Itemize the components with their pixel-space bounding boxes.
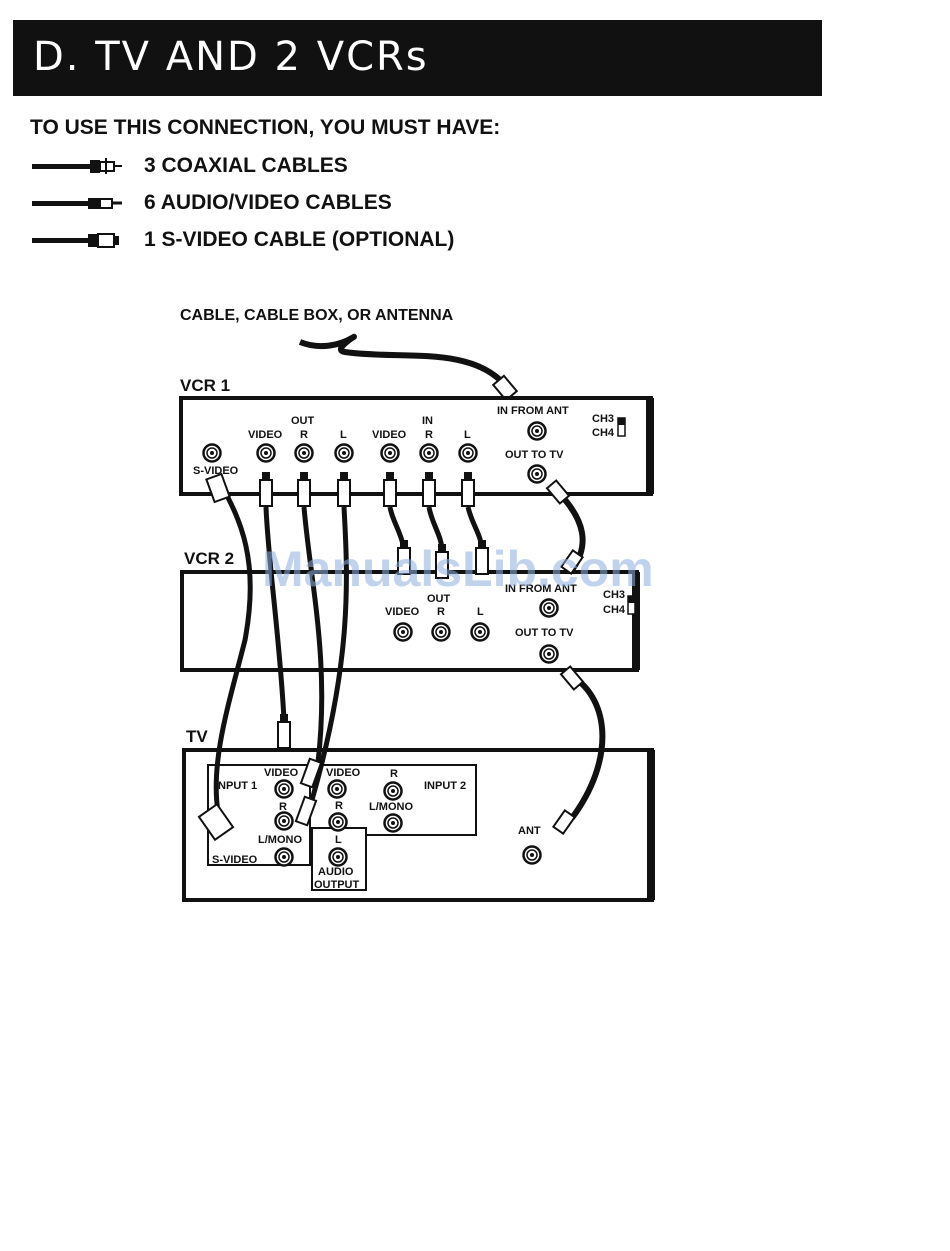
vcr1-out-label: OUT bbox=[291, 415, 315, 427]
vcr2-ch3-label: CH3 bbox=[603, 589, 625, 601]
tv-ant-label: ANT bbox=[518, 825, 541, 837]
vcr1-panel bbox=[179, 396, 653, 496]
coax-connector bbox=[545, 479, 571, 505]
vcr1-in-label: IN bbox=[422, 415, 433, 427]
av-cables-vcr1-to-tv bbox=[213, 484, 349, 813]
tv-input1-video-label: VIDEO bbox=[264, 767, 299, 779]
tv-input2-r-label: R bbox=[390, 768, 398, 780]
vcr2-out-label: OUT bbox=[427, 593, 451, 605]
coax-connector bbox=[559, 548, 585, 576]
vcr2-ant-in-jack[interactable] bbox=[539, 598, 559, 618]
vcr1-audio-r-out-jack[interactable] bbox=[294, 443, 314, 463]
vcr1-s-video-jack[interactable] bbox=[202, 443, 222, 463]
tv-input2-video-jack[interactable] bbox=[327, 779, 347, 799]
tv-panel bbox=[182, 748, 654, 902]
vcr2-panel bbox=[180, 570, 639, 672]
vcr1-out-to-tv-label: OUT TO TV bbox=[505, 449, 564, 461]
tv-ant-jack[interactable] bbox=[522, 845, 542, 865]
tv-audio-out-l-label: L bbox=[335, 834, 342, 846]
requirement-label: 1 S-VIDEO CABLE (OPTIONAL) bbox=[144, 228, 455, 251]
vcr2-rf-out-jack[interactable] bbox=[539, 644, 559, 664]
av-plug bbox=[294, 795, 318, 827]
requirement-label: 3 COAXIAL CABLES bbox=[144, 154, 348, 177]
tv-input1-audio-l-jack[interactable] bbox=[274, 847, 294, 867]
tv-s-video-label: S-VIDEO bbox=[212, 854, 258, 866]
requirement-item: 1 S-VIDEO CABLE (OPTIONAL) bbox=[30, 226, 454, 254]
tv-input2-audio-r-jack[interactable] bbox=[383, 781, 403, 801]
vcr1-s-video-label: S-VIDEO bbox=[193, 465, 239, 477]
s-video-plug bbox=[197, 802, 235, 842]
tv-audio-output-label-1: AUDIO bbox=[318, 866, 354, 878]
vcr1-video-in-jack[interactable] bbox=[380, 443, 400, 463]
vcr1-audio-l-in-jack[interactable] bbox=[458, 443, 478, 463]
vcr1-out-r-label: R bbox=[300, 429, 308, 441]
coax-connector bbox=[559, 665, 585, 691]
vcr1-ch4-label: CH4 bbox=[592, 427, 615, 439]
tv-input1-r-label: R bbox=[279, 801, 287, 813]
requirement-item: 3 COAXIAL CABLES bbox=[30, 152, 348, 180]
tv-input1-video-jack[interactable] bbox=[274, 779, 294, 799]
s-video-cable-icon bbox=[32, 233, 119, 248]
coaxial-cable-icon bbox=[32, 158, 122, 174]
tv-input2-video-label: VIDEO bbox=[326, 767, 361, 779]
tv-audio-out-r-jack[interactable] bbox=[328, 812, 348, 832]
vcr1-in-video-label: VIDEO bbox=[372, 429, 407, 441]
vcr1-in-from-ant-label: IN FROM ANT bbox=[497, 405, 569, 417]
vcr1-out-l-label: L bbox=[340, 429, 347, 441]
tv-audio-output-label-2: OUTPUT bbox=[314, 879, 360, 891]
source-label: CABLE, CABLE BOX, OR ANTENNA bbox=[180, 307, 454, 324]
vcr1-in-r-label: R bbox=[425, 429, 433, 441]
av-plug bbox=[299, 757, 323, 789]
section-header: D. TV AND 2 VCRs bbox=[13, 20, 822, 96]
vcr1-audio-r-in-jack[interactable] bbox=[419, 443, 439, 463]
tv-input1-label: INPUT 1 bbox=[215, 780, 257, 792]
requirement-label: 6 AUDIO/VIDEO CABLES bbox=[144, 191, 392, 214]
vcr1-audio-l-out-jack[interactable] bbox=[334, 443, 354, 463]
vcr2-audio-r-out-jack[interactable] bbox=[431, 622, 451, 642]
tv-input2-label: INPUT 2 bbox=[424, 780, 466, 792]
vcr2-video-out-jack[interactable] bbox=[393, 622, 413, 642]
vcr2-l-label: L bbox=[477, 606, 484, 618]
vcr1-label: VCR 1 bbox=[180, 376, 230, 395]
coax-vcr2-to-tv bbox=[569, 673, 606, 820]
vcr1-ant-in-jack[interactable] bbox=[527, 421, 547, 441]
vcr2-label: VCR 2 bbox=[184, 549, 234, 568]
coax-connector bbox=[551, 808, 577, 836]
vcr1-ch3-label: CH3 bbox=[592, 413, 614, 425]
vcr2-video-label: VIDEO bbox=[385, 606, 420, 618]
requirements-title: TO USE THIS CONNECTION, YOU MUST HAVE: bbox=[30, 116, 501, 139]
vcr2-out-to-tv-label: OUT TO TV bbox=[515, 627, 574, 639]
vcr1-out-video-label: VIDEO bbox=[248, 429, 283, 441]
incoming-coax-cable bbox=[298, 333, 508, 388]
vcr2-ch4-label: CH4 bbox=[603, 604, 626, 616]
tv-audio-out-r-label: R bbox=[335, 800, 343, 812]
coax-connector bbox=[491, 374, 519, 402]
tv-input2-audio-l-jack[interactable] bbox=[383, 813, 403, 833]
vcr2-r-label: R bbox=[437, 606, 445, 618]
vcr2-in-from-ant-label: IN FROM ANT bbox=[505, 583, 577, 595]
watermark: ManualsLib.com bbox=[262, 541, 654, 597]
s-video-plug bbox=[205, 472, 231, 504]
av-plug bbox=[277, 713, 291, 749]
vcr1-in-l-label: L bbox=[464, 429, 471, 441]
vcr1-rf-out-jack[interactable] bbox=[527, 464, 547, 484]
tv-input2-l-mono-label: L/MONO bbox=[369, 801, 413, 813]
tv-label: TV bbox=[186, 727, 208, 746]
requirement-item: 6 AUDIO/VIDEO CABLES bbox=[30, 189, 392, 217]
tv-input1-audio-r-jack[interactable] bbox=[274, 811, 294, 831]
section-title: D. TV AND 2 VCRs bbox=[33, 34, 429, 80]
vcr1-video-out-jack[interactable] bbox=[256, 443, 276, 463]
tv-audio-out-l-jack[interactable] bbox=[328, 847, 348, 867]
tv-input1-l-mono-label: L/MONO bbox=[258, 834, 302, 846]
vcr2-audio-l-out-jack[interactable] bbox=[470, 622, 490, 642]
audio-video-cable-icon bbox=[32, 198, 122, 209]
